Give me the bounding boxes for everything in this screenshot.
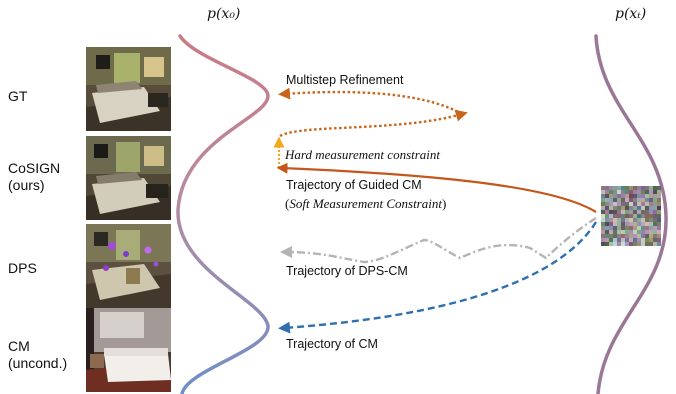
image-cm: [86, 308, 171, 392]
row-label-line: (ours): [8, 177, 45, 193]
axis-label-px0: p(x₀): [207, 6, 241, 22]
multistep-refinement-arrow: [278, 87, 463, 116]
paren-close: ): [441, 196, 447, 211]
row-label-line: GT: [8, 88, 28, 104]
label-guided-cm-subtitle: (Soft Measurement Constraint): [285, 196, 446, 212]
image-gt: [86, 47, 171, 131]
row-label-cosign: CoSIGN (ours): [8, 160, 60, 194]
row-label-line: DPS: [8, 260, 37, 276]
label-hard-constraint: Hard measurement constraint: [285, 147, 441, 162]
soft-constraint-text: Soft Measurement Constraint: [289, 196, 442, 211]
distribution-px0-curve: [176, 34, 270, 394]
dps-cm-trajectory: [280, 216, 597, 264]
paren-open: (: [285, 196, 290, 211]
label-multistep-refinement: Multistep Refinement: [286, 73, 404, 87]
label-cm: Trajectory of CM: [286, 337, 378, 351]
row-label-line: CM: [8, 338, 30, 354]
row-label-cm: CM (uncond.): [8, 338, 67, 372]
distribution-pxt-curve: [594, 34, 668, 394]
row-label-line: (uncond.): [8, 355, 68, 371]
guided-cm-trajectory: [276, 162, 597, 213]
multistep-refinement-return: [279, 109, 468, 138]
row-label-dps: DPS: [8, 260, 37, 277]
label-guided-cm: Trajectory of Guided CM: [286, 178, 422, 192]
axis-label-pxt: p(xₜ): [615, 6, 647, 22]
cm-trajectory: [278, 221, 598, 334]
label-dps-cm: Trajectory of DPS-CM: [286, 264, 408, 278]
image-dps: [86, 224, 171, 308]
row-label-gt: GT: [8, 88, 27, 105]
noise-image: [601, 186, 661, 246]
image-cosign: [86, 136, 171, 220]
row-label-line: CoSIGN: [8, 160, 61, 176]
